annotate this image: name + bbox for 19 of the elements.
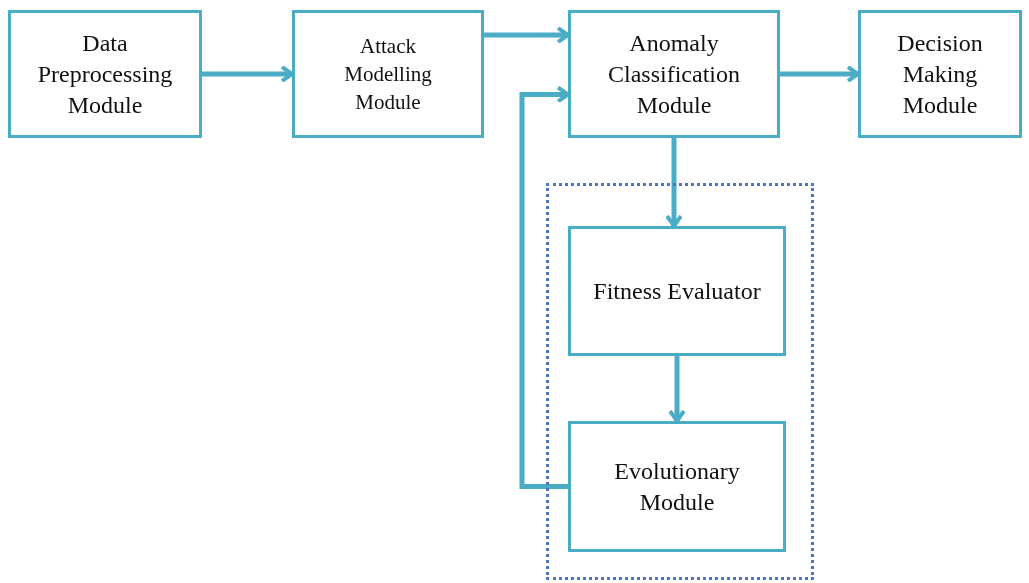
arrow (519, 85, 570, 489)
box-label: Data Preprocessing Module (36, 28, 174, 120)
box-label: Evolutionary Module (613, 456, 741, 517)
process-box (568, 10, 780, 138)
process-box (568, 421, 786, 552)
arrow (668, 356, 686, 423)
box-label: Decision Making Module (896, 28, 984, 120)
arrow (484, 26, 570, 44)
arrow (665, 138, 683, 228)
box-label: Anomaly Classification Module (607, 28, 741, 120)
process-box (8, 10, 202, 138)
box-label: Attack Modelling Module (343, 33, 433, 116)
process-box (858, 10, 1022, 138)
arrow (202, 65, 294, 83)
dotted-group-box (546, 183, 814, 580)
process-box (568, 226, 786, 356)
process-box (292, 10, 484, 138)
arrow (780, 65, 860, 83)
box-label: Fitness Evaluator (592, 276, 762, 306)
